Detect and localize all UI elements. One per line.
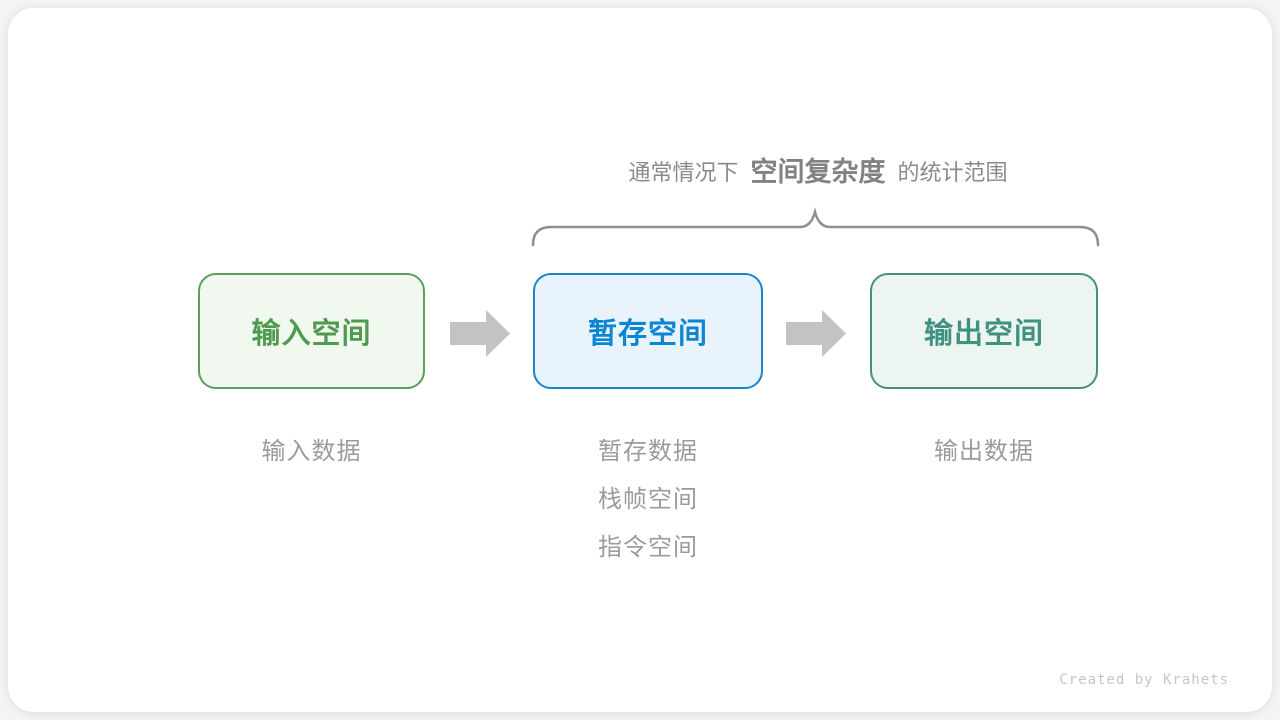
label-line: 指令空间 [598,534,698,561]
box-output-space-label: 输出空间 [923,318,1044,350]
box-input-space-label: 输入空间 [251,318,372,350]
box-temp-space: 暂存空间 [533,273,763,389]
arrow-right-icon [450,310,510,357]
label-line: 栈帧空间 [598,486,698,513]
scope-heading: 通常情况下空间复杂度的统计范围 [538,154,1098,191]
label-line: 输入数据 [261,438,362,465]
arrow-right-icon [786,310,846,357]
arrow-shape [786,310,846,357]
scope-brace-icon [531,207,1100,247]
heading-highlight: 空间复杂度 [750,157,886,187]
label-output-data: 输出数据 [870,428,1098,476]
heading-prefix: 通常情况下 [628,160,739,185]
brace-path [531,207,1100,247]
label-input-data: 输入数据 [198,428,425,476]
arrow-shape [450,310,510,357]
label-line: 暂存数据 [598,438,698,465]
labels-temp-data: 暂存数据 栈帧空间 指令空间 [533,428,763,572]
box-output-space: 输出空间 [870,273,1098,389]
box-input-space: 输入空间 [198,273,425,389]
label-line: 输出数据 [934,438,1034,465]
credit-text: Created by Krahets [1059,672,1229,688]
diagram-card: 通常情况下空间复杂度的统计范围 输入空间 暂存空间 输出空间 输入数据 暂存数据… [8,8,1272,712]
box-temp-space-label: 暂存空间 [587,318,708,350]
heading-suffix: 的统计范围 [897,160,1008,185]
